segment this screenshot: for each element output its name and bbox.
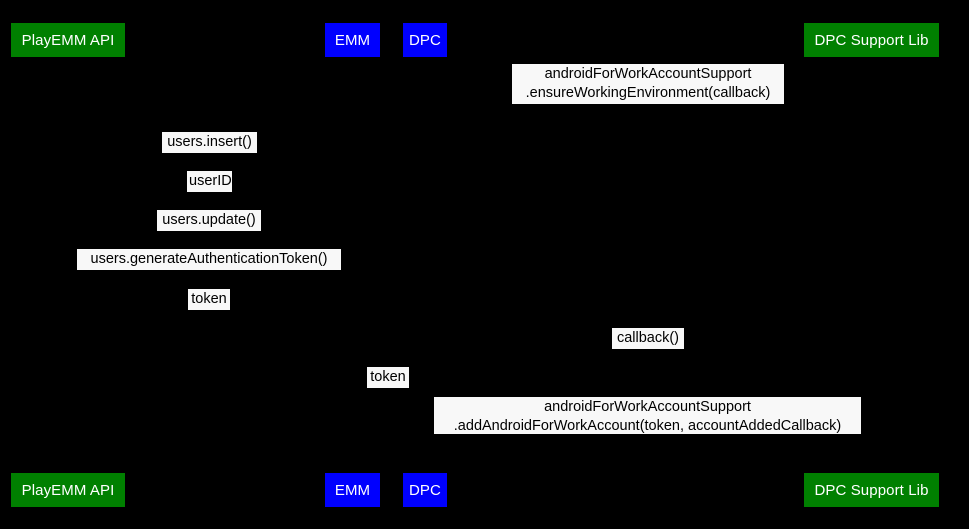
message-arrow-m8 [352,385,425,391]
participant-footer-dpc[interactable]: DPC [403,473,447,507]
lifeline-playemm [68,57,69,473]
message-label-m5: users.generateAuthenticationToken() [77,249,341,270]
message-arrow-m3 [68,189,352,195]
participant-header-dpc[interactable]: DPC [403,23,447,57]
lifeline-emm [352,57,353,473]
message-label-m3: userID [187,171,232,192]
participant-label: DPC Support Lib [814,481,929,499]
message-arrow-m4 [68,228,352,234]
message-arrow-m6 [68,307,352,313]
participant-footer-emm[interactable]: EMM [325,473,380,507]
participant-header-emm[interactable]: EMM [325,23,380,57]
message-label-m7: callback() [612,328,684,349]
participant-footer-playemm[interactable]: PlayEMM API [11,473,125,507]
participant-label: DPC Support Lib [814,31,929,49]
message-label-m2: users.insert() [162,132,257,153]
message-arrow-m9 [425,431,871,437]
message-label-m8: token [367,367,409,388]
participant-label: DPC [409,31,441,49]
message-label-m4: users.update() [157,210,261,231]
lifeline-dpclib [871,57,872,473]
participant-label: PlayEMM API [21,481,115,499]
message-label-m9: androidForWorkAccountSupport .addAndroid… [434,397,861,434]
message-arrow-m5 [68,267,352,273]
participant-label: DPC [409,481,441,499]
message-arrow-m2 [68,150,352,156]
participant-label: PlayEMM API [21,31,115,49]
participant-header-dpclib[interactable]: DPC Support Lib [804,23,939,57]
participant-header-playemm[interactable]: PlayEMM API [11,23,125,57]
message-label-m1: androidForWorkAccountSupport .ensureWork… [512,64,784,104]
lifeline-dpc [425,57,426,473]
message-arrow-m1 [425,101,871,107]
participant-label: EMM [334,481,371,499]
message-arrow-m7 [425,346,871,352]
participant-label: EMM [334,31,371,49]
participant-footer-dpclib[interactable]: DPC Support Lib [804,473,939,507]
message-label-m6: token [188,289,230,310]
